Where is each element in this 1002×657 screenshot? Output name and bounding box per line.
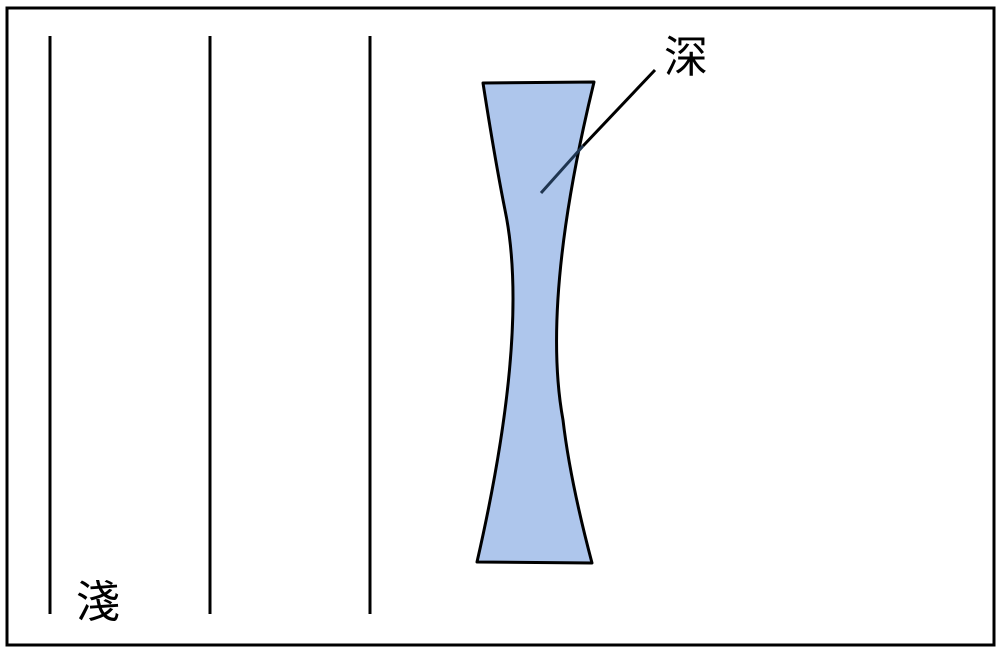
concave-shape (475, 80, 596, 565)
pointer-line-over-shape (539, 145, 585, 194)
label-deep: 深 (664, 32, 708, 83)
outer-frame (5, 6, 996, 647)
pointer-line (581, 68, 657, 148)
label-shallow: 淺 (76, 577, 120, 628)
